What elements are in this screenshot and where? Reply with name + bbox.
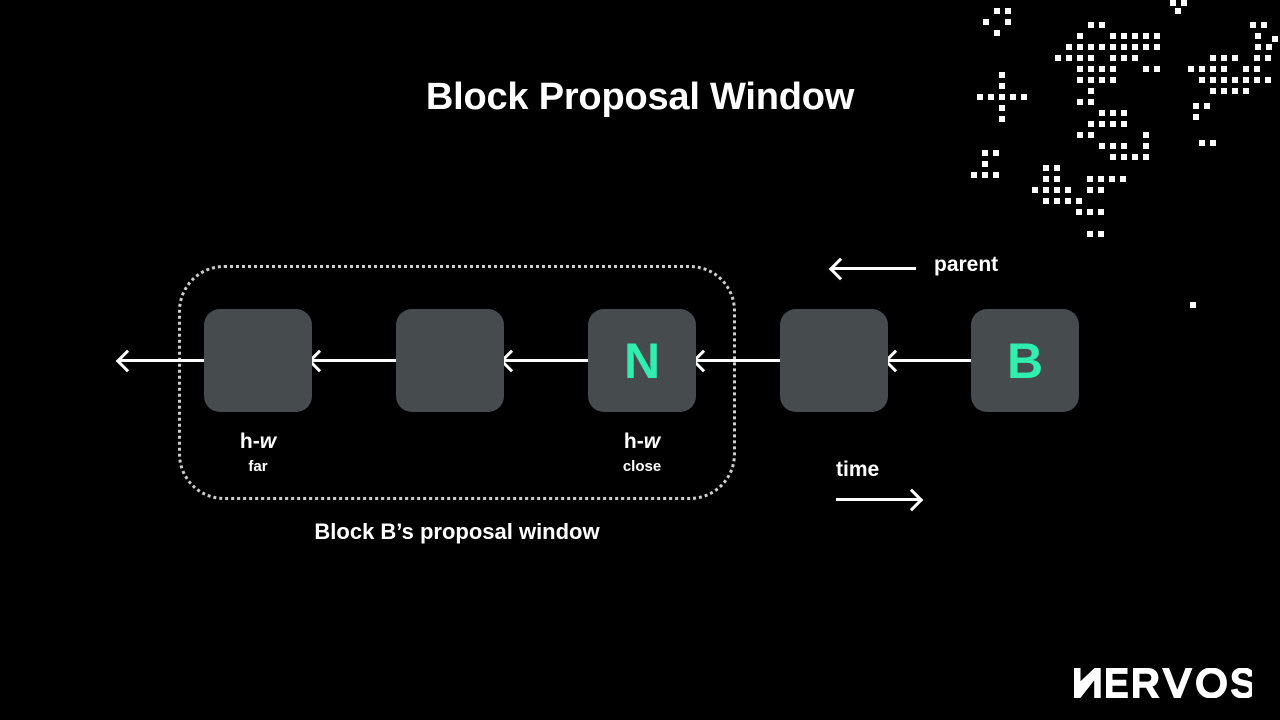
parent-label: parent (934, 253, 999, 276)
block-letter-n: N (623, 332, 661, 389)
parent-arrow-icon (832, 267, 916, 270)
block-node-b[interactable]: B (971, 309, 1079, 412)
chain-arrow-0 (120, 359, 206, 362)
label-hw-close-main: h-w (624, 430, 660, 453)
block-node-1[interactable] (204, 309, 312, 412)
time-arrow-icon (836, 498, 920, 501)
label-hw-far-sub: far (248, 458, 268, 476)
proposal-window-caption: Block B’s proposal window (314, 519, 600, 544)
label-hw-close: h-w close (552, 430, 732, 475)
label-hw-close-prefix: h- (623, 430, 644, 453)
label-hw-far-italic: w (259, 430, 277, 453)
block-node-n[interactable]: N (588, 309, 696, 412)
block-node-4[interactable] (780, 309, 888, 412)
label-hw-close-italic: w (643, 430, 661, 453)
time-annotation: time (836, 458, 956, 518)
chain-arrow-3 (696, 359, 782, 362)
label-hw-far-main: h-w (240, 430, 276, 453)
block-node-2[interactable] (396, 309, 504, 412)
nervos-logo (1074, 668, 1252, 698)
chain-arrow-2 (504, 359, 590, 362)
page-title: Block Proposal Window (425, 76, 855, 118)
label-hw-far: h-w far (168, 430, 348, 475)
block-letter-b: B (1006, 332, 1044, 389)
chain-arrow-1 (312, 359, 398, 362)
chain-arrow-4 (888, 359, 973, 362)
parent-annotation: parent (832, 253, 1062, 289)
nervos-wordmark-icon (1074, 668, 1252, 698)
time-label: time (836, 458, 880, 481)
label-hw-close-sub: close (622, 458, 662, 476)
label-hw-far-prefix: h- (239, 430, 260, 453)
proposal-window-boundary (178, 265, 736, 500)
